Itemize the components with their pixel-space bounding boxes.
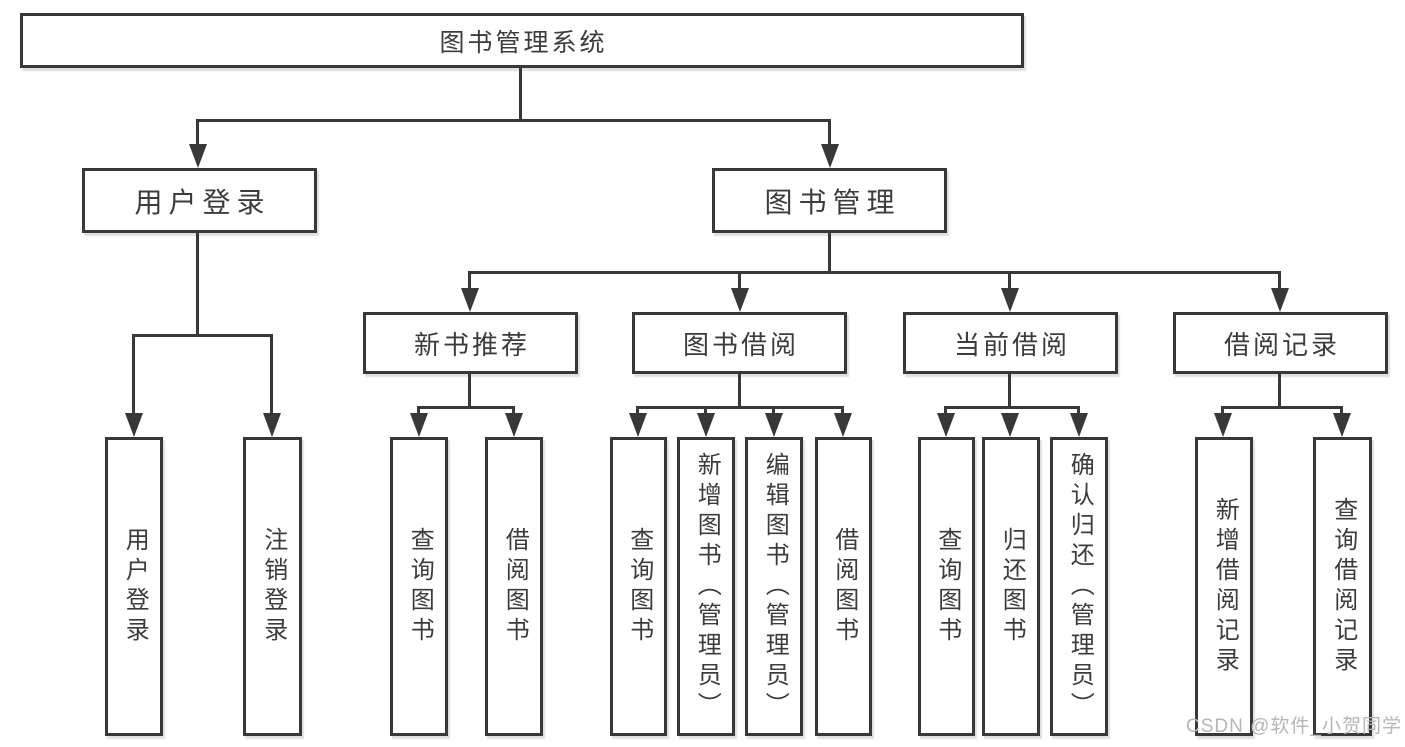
node-current-borrowing: 当前借阅 xyxy=(903,312,1118,374)
node-label: 新书推荐 xyxy=(413,329,530,360)
node-label: 查询图书 xyxy=(625,526,653,647)
connector-line xyxy=(132,334,135,417)
connector-line xyxy=(132,334,273,337)
connector-line xyxy=(636,406,844,409)
connector-line xyxy=(636,406,639,417)
connector-line xyxy=(519,68,522,122)
node-label: 查询图书 xyxy=(933,526,961,647)
arrow-down-icon xyxy=(410,413,428,437)
connector-line xyxy=(1278,271,1281,292)
node-label: 查询借阅记录 xyxy=(1329,496,1357,677)
connector-line xyxy=(468,271,471,292)
arrow-down-icon xyxy=(629,413,647,437)
arrow-down-icon xyxy=(1070,413,1088,437)
arrow-down-icon xyxy=(263,413,281,437)
arrow-down-icon xyxy=(1001,413,1019,437)
node-leaf-query-borrow-record: 查询借阅记录 xyxy=(1313,437,1372,736)
arrow-down-icon xyxy=(937,413,955,437)
arrow-down-icon xyxy=(1214,413,1232,437)
arrow-down-icon xyxy=(821,144,839,168)
node-label: 图书借阅 xyxy=(682,329,799,360)
node-label: 借阅记录 xyxy=(1223,329,1340,360)
node-leaf-borrow-books-1: 借阅图书 xyxy=(485,437,543,736)
node-leaf-user-login: 用户登录 xyxy=(105,437,163,736)
arrow-down-icon xyxy=(1001,288,1019,312)
node-leaf-add-books-admin: 新增图书（管理员） xyxy=(677,437,735,736)
connector-line xyxy=(468,271,1281,274)
connector-line xyxy=(1340,406,1343,417)
connector-line xyxy=(1221,406,1343,409)
node-leaf-edit-books-admin: 编辑图书（管理员） xyxy=(745,437,803,736)
connector-line xyxy=(270,334,273,417)
connector-line xyxy=(1008,271,1011,292)
node-label: 借阅图书 xyxy=(501,526,529,647)
node-leaf-query-books-2: 查询图书 xyxy=(610,437,667,736)
connector-line xyxy=(704,406,707,417)
arrow-down-icon xyxy=(731,288,749,312)
connector-line xyxy=(828,119,831,150)
connector-line xyxy=(417,406,420,417)
node-leaf-return-books: 归还图书 xyxy=(982,437,1040,736)
node-label: 归还图书 xyxy=(998,526,1026,647)
arrow-down-icon xyxy=(834,413,852,437)
node-label: 借阅图书 xyxy=(830,526,858,647)
node-leaf-add-borrow-record: 新增借阅记录 xyxy=(1195,437,1253,736)
arrow-down-icon xyxy=(125,413,143,437)
connector-line xyxy=(196,119,831,122)
node-book-management: 图书管理 xyxy=(712,168,947,233)
node-leaf-confirm-return-admin: 确认归还（管理员） xyxy=(1050,437,1108,736)
arrow-down-icon xyxy=(1333,413,1351,437)
arrow-down-icon xyxy=(505,413,523,437)
node-new-book-recommend: 新书推荐 xyxy=(363,312,578,374)
connector-line xyxy=(1278,374,1281,409)
node-label: 查询图书 xyxy=(406,526,434,647)
arrow-down-icon xyxy=(461,288,479,312)
connector-line xyxy=(196,233,199,337)
connector-line xyxy=(1077,406,1080,417)
node-user-login: 用户登录 xyxy=(82,168,317,233)
node-label: 图书管理系统 xyxy=(439,28,608,57)
connector-line xyxy=(468,374,471,409)
connector-line xyxy=(1008,374,1011,409)
node-label: 用户登录 xyxy=(121,526,149,647)
arrow-down-icon xyxy=(765,413,783,437)
node-root-system: 图书管理系统 xyxy=(20,13,1024,68)
node-label: 新增借阅记录 xyxy=(1211,496,1239,677)
node-leaf-logout: 注销登录 xyxy=(243,437,302,736)
arrow-down-icon xyxy=(189,144,207,168)
node-label: 当前借阅 xyxy=(953,329,1070,360)
connector-line xyxy=(417,406,515,409)
connector-line xyxy=(738,374,741,409)
connector-line xyxy=(944,406,947,417)
node-book-borrowing: 图书借阅 xyxy=(632,312,847,374)
node-leaf-query-books-1: 查询图书 xyxy=(390,437,448,736)
arrow-down-icon xyxy=(697,413,715,437)
connector-line xyxy=(1221,406,1224,417)
connector-line xyxy=(512,406,515,417)
connector-line xyxy=(738,271,741,292)
node-label: 编辑图书（管理员） xyxy=(761,451,789,722)
connector-line xyxy=(944,406,1080,409)
node-label: 新增图书（管理员） xyxy=(693,451,721,722)
connector-line xyxy=(841,406,844,417)
arrow-down-icon xyxy=(1271,288,1289,312)
node-label: 注销登录 xyxy=(259,526,287,647)
node-leaf-borrow-books-2: 借阅图书 xyxy=(815,437,872,736)
node-label: 确认归还（管理员） xyxy=(1066,451,1094,722)
node-label: 用户登录 xyxy=(134,186,271,218)
node-borrowing-records: 借阅记录 xyxy=(1173,312,1388,374)
node-leaf-query-books-3: 查询图书 xyxy=(918,437,975,736)
node-label: 图书管理 xyxy=(764,186,901,218)
connector-line xyxy=(196,119,199,150)
connector-line xyxy=(772,406,775,417)
watermark: CSDN @软件_小贺同学 xyxy=(1186,716,1402,737)
connector-line xyxy=(828,233,831,274)
